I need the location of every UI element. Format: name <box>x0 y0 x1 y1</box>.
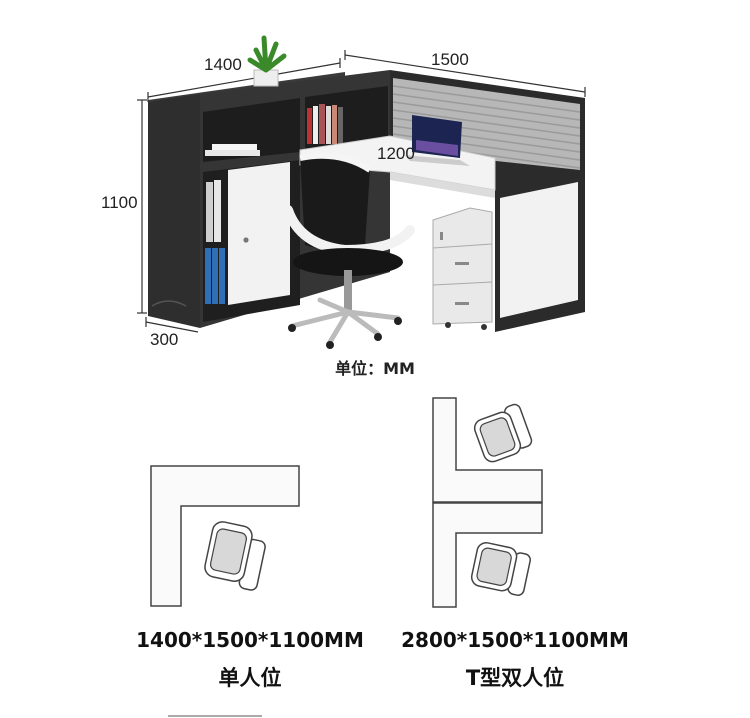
plan-double-chair-bottom <box>470 541 531 596</box>
layout-single-size: 1400*1500*1100MM <box>136 628 364 652</box>
laptop <box>405 115 470 166</box>
layout-single-name: 单人位 <box>218 666 282 690</box>
dimension-right-width: 1500 <box>431 50 469 69</box>
office-chair <box>283 152 415 349</box>
plan-single <box>150 465 300 607</box>
dimension-inner-width: 1200 <box>377 144 415 163</box>
dimension-left-width: 1400 <box>204 55 242 74</box>
dimension-height: 1100 <box>101 193 138 212</box>
layout-double-name: T型双人位 <box>465 666 565 690</box>
plan-double-chair-top <box>473 403 533 463</box>
dimension-depth: 300 <box>150 330 179 349</box>
plan-double <box>432 397 543 608</box>
plan-single-chair <box>204 521 266 591</box>
unit-label: 单位：MM <box>335 359 415 378</box>
drawer-pedestal <box>432 207 493 330</box>
plant <box>247 35 287 87</box>
layout-double-size: 2800*1500*1100MM <box>401 628 629 652</box>
dimension-lines <box>137 50 586 333</box>
